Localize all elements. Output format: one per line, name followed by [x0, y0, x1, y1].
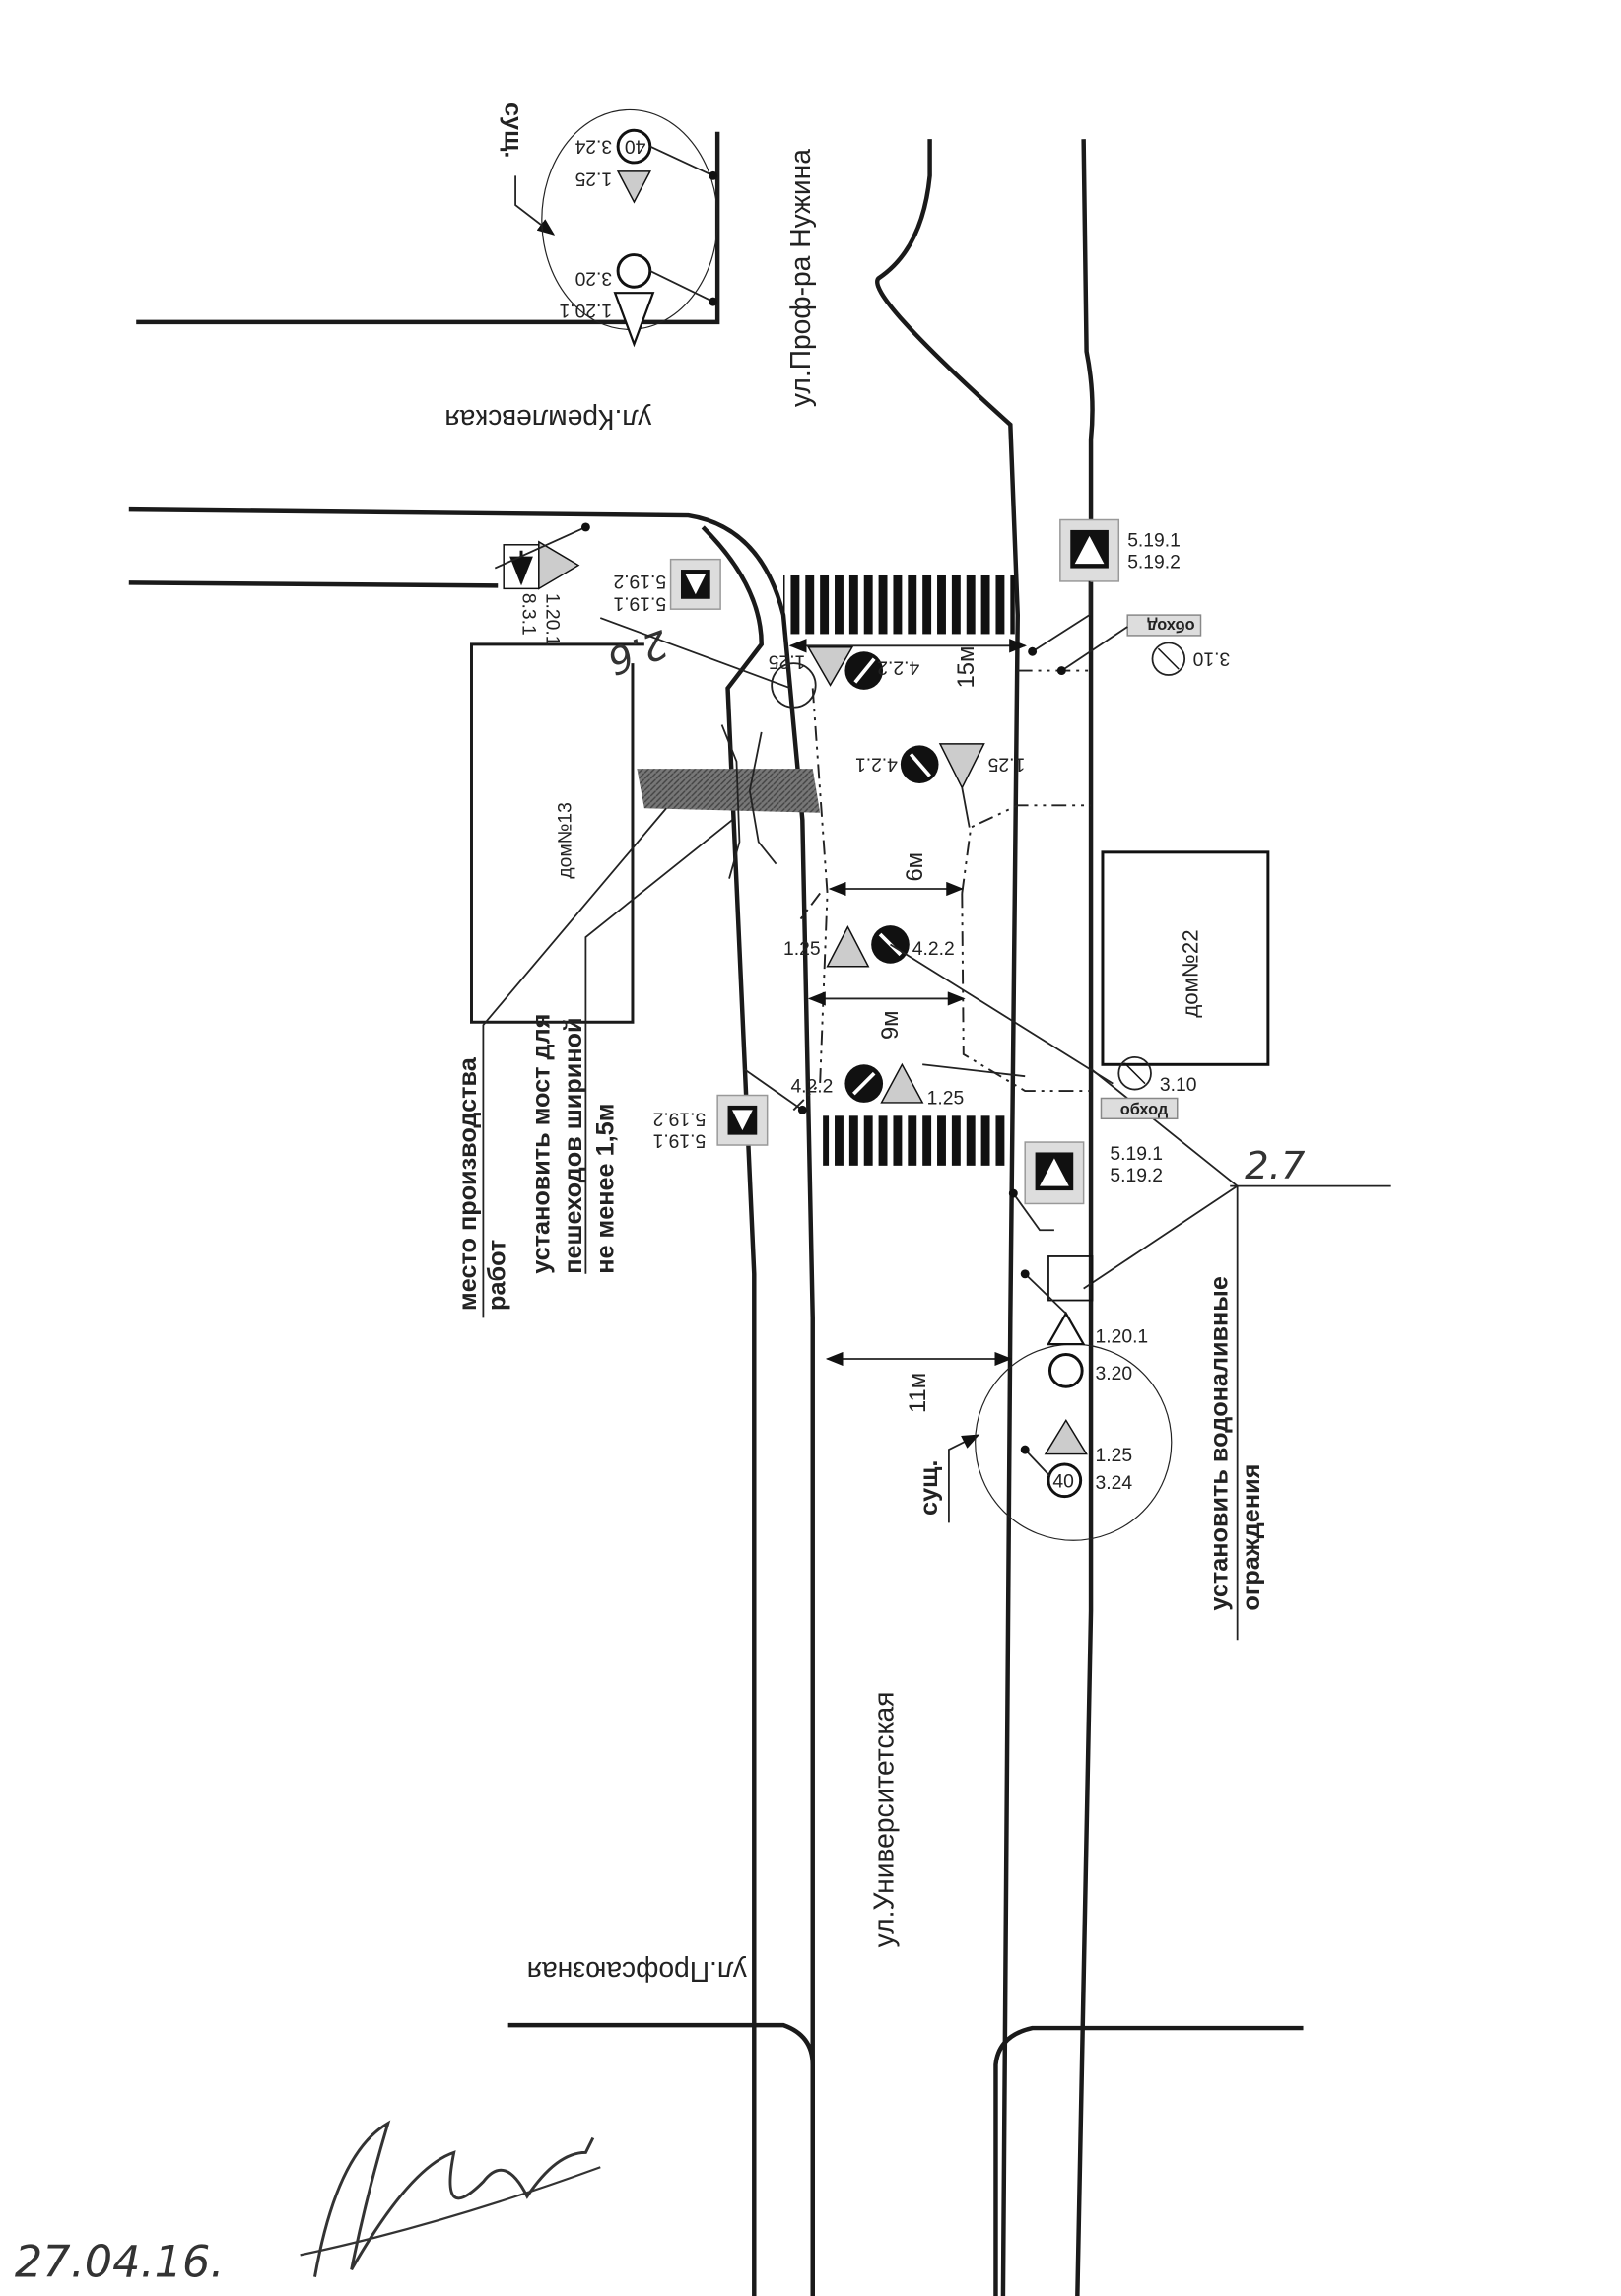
sign-code: 5.19.1 [653, 1130, 707, 1151]
no-pedestrians-sign [1117, 1055, 1152, 1091]
road-works-sign [938, 743, 985, 790]
crosswalk-south [823, 1115, 1008, 1166]
road-works-sign [616, 170, 652, 204]
sign-code: 5.19.2 [653, 1108, 707, 1128]
sign-text: 40 [1052, 1472, 1073, 1493]
existing-signs-top: 40 3.24 1.25 3.20 1.20.1 [541, 108, 718, 348]
handwritten-mark-26: 2.6 [602, 621, 674, 683]
work-zone-hatched [637, 769, 821, 813]
sign-code: 4.2.2 [877, 657, 919, 678]
road-works-sign [880, 1062, 924, 1104]
sign-code: 1.25 [769, 651, 806, 672]
sign-group-a: 1.25 4.2.2 [769, 646, 919, 709]
sign-code: 1.25 [783, 939, 821, 960]
dimension-label: 15м [953, 646, 979, 689]
sign-code: 5.19.2 [1127, 553, 1181, 574]
street-universitetskaya: ул.Университетская [867, 1692, 899, 1948]
existing-signs-bottom: 40 1.20.1 3.20 1.25 3.24 [975, 1269, 1173, 1541]
sign-text: обход [1146, 617, 1194, 635]
no-pedestrians-sign [1151, 642, 1186, 676]
sign-code: 4.2.2 [790, 1077, 833, 1098]
detour-sign-south: 3.10 обход [1100, 1055, 1197, 1120]
narrowing-sign [613, 292, 655, 348]
note-existing-bottom: сущ. [915, 1460, 943, 1516]
crossing-sign-kremlevskaya: 5.19.1 5.19.2 [613, 558, 721, 613]
note-bridge: установить мост для пешеходов шириной не… [527, 819, 733, 1274]
street-kremlevskaya: ул.Кремлевская [444, 404, 651, 436]
sign-code: 3.20 [1096, 1364, 1133, 1384]
dimension-label: 9м [877, 1010, 904, 1040]
sign-code: 5.19.2 [613, 571, 666, 591]
note-text: место производства [454, 1056, 482, 1311]
road-works-sign [1044, 1418, 1088, 1455]
sign-code: 3.20 [575, 267, 613, 288]
pedestrian-detour-path [789, 669, 1092, 1114]
sign-code: 8.3.1 [518, 593, 539, 636]
note-work-site: место производства работ [454, 807, 667, 1318]
sign-code: 3.24 [574, 136, 612, 157]
dimension-6m: 6м [828, 852, 965, 897]
handwritten-mark-27: 2.7 [1245, 1144, 1306, 1188]
sign-code: 1.20.1 [559, 300, 612, 320]
sign-code: 3.10 [1193, 648, 1231, 669]
street-profsoyuznaya: ул.Профсаюзная [527, 1956, 747, 1988]
note-water-barriers: установить водоналивные ограждения [1047, 1068, 1265, 1641]
note-text: установить водоналивные [1205, 1276, 1233, 1610]
building-label: дом№13 [556, 802, 576, 878]
sign-code: 4.2.2 [912, 939, 955, 960]
sign-group-c: 1.25 4.2.2 [783, 925, 1114, 1085]
narrowing-sign [1047, 1311, 1086, 1346]
signature [300, 2120, 601, 2277]
crossing-sign-right-north: 5.19.1 5.19.2 [1028, 518, 1181, 656]
sign-text: 40 [625, 136, 645, 157]
crossing-sign-left: 5.19.1 5.19.2 [653, 1068, 807, 1151]
note-text: пешеходов шириной [560, 1018, 587, 1274]
sign-group-b: 4.2.1 1.25 [855, 743, 1026, 828]
sign-code: 1.20.1 [1096, 1327, 1149, 1348]
dimension-label: 6м [902, 852, 928, 882]
road-works-sign [826, 925, 870, 968]
road-works-sign [806, 646, 854, 687]
sign-code: 1.25 [575, 168, 613, 188]
barrier-box [1047, 1255, 1094, 1302]
sign-code: 5.19.1 [1127, 530, 1181, 551]
sign-text: обход [1120, 1101, 1169, 1118]
sign-code: 1.25 [927, 1088, 965, 1109]
sign-code: 5.19.2 [1110, 1166, 1163, 1186]
note-text: работ [484, 1240, 511, 1311]
date-handwritten: 27.04.16. [15, 2237, 225, 2288]
sign-code: 1.25 [1096, 1446, 1133, 1466]
sign-code: 1.20.1 [541, 593, 562, 646]
sign-code: 1.25 [988, 754, 1026, 775]
detour-sign-north: обход 3.10 [1056, 614, 1231, 676]
sign-code: 3.24 [1096, 1473, 1133, 1494]
note-text: ограждения [1238, 1464, 1265, 1611]
crosswalk-north [783, 574, 1015, 635]
street-nuzhina: ул.Проф-ра Нужина [784, 149, 816, 407]
sign-code: 5.19.1 [1110, 1144, 1163, 1165]
note-text: установить мост для [527, 1014, 555, 1274]
sign-group-d: 4.2.2 1.25 [790, 1062, 1026, 1109]
narrowing-sign-kremlevskaya: 1.20.1 8.3.1 [494, 522, 590, 646]
dimension-11m: 11м [825, 1351, 1013, 1413]
no-overtaking-sign [1047, 1353, 1084, 1388]
dimension-label: 11м [905, 1373, 931, 1413]
dimension-15m: 15м [788, 639, 1027, 689]
sign-code: 4.2.1 [855, 754, 898, 775]
dimension-9m: 9м [807, 991, 966, 1040]
sign-code: 3.10 [1160, 1075, 1197, 1096]
no-overtaking-sign [616, 253, 652, 289]
building-dom22: дом№22 [1101, 850, 1270, 1066]
note-existing-top: сущ. [500, 102, 527, 158]
speed-limit-sign [1047, 1462, 1083, 1499]
sign-code: 5.19.1 [613, 592, 666, 613]
building-dom13: дом№13 [470, 642, 644, 1024]
road-lines [128, 131, 1304, 2296]
note-text: не менее 1,5м [592, 1104, 620, 1274]
building-label: дом№22 [1179, 929, 1203, 1017]
crossing-sign-right-south: 5.19.1 5.19.2 [1008, 1141, 1163, 1232]
